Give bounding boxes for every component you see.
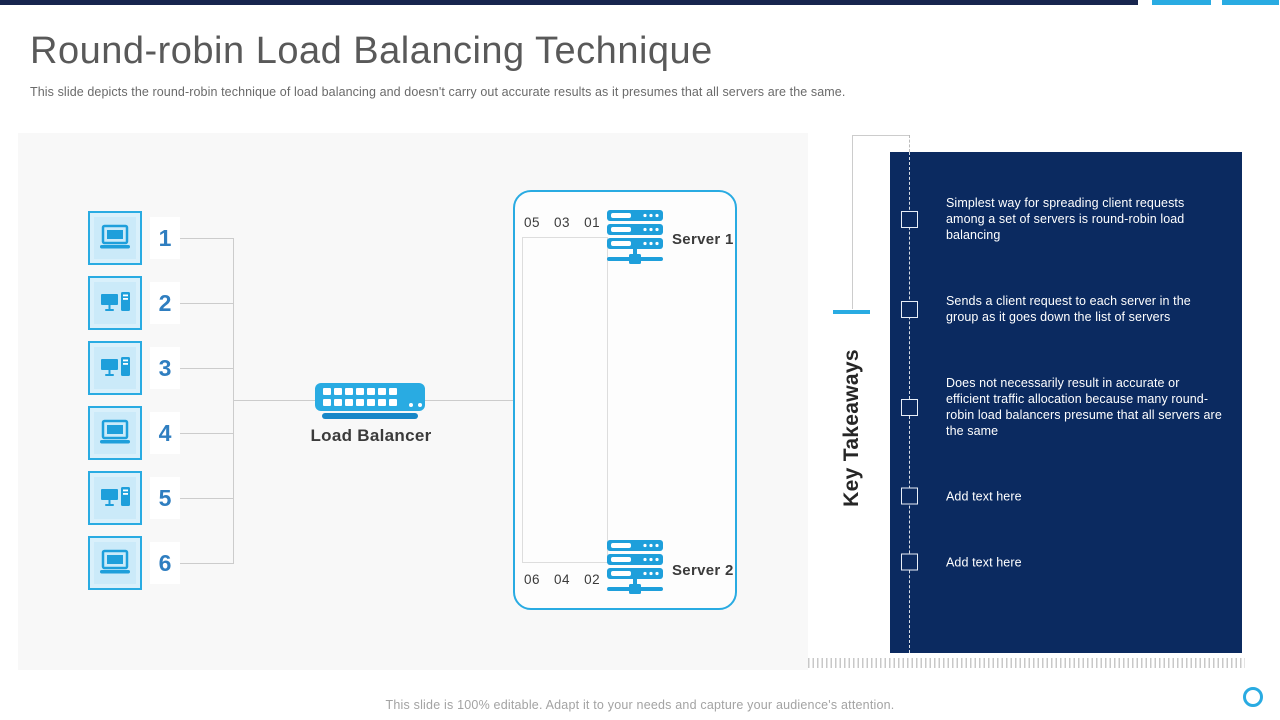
- desktop-icon: [94, 347, 136, 389]
- request-label: 05: [524, 215, 541, 230]
- client-number-4: 4: [150, 412, 180, 454]
- takeaways-panel: [890, 152, 1242, 653]
- takeaway-item-2: Sends a client request to each server in…: [901, 293, 1224, 325]
- takeaway-item-4: Add text here: [901, 487, 1224, 505]
- load-balancer-icon: [315, 383, 425, 411]
- client-1-box: [88, 211, 142, 265]
- footer-note: This slide is 100% editable. Adapt it to…: [385, 698, 895, 712]
- connector-line: [178, 303, 233, 304]
- top-accent-bar-cyan-2: [1222, 0, 1279, 5]
- desktop-icon: [94, 282, 136, 324]
- connector-line: [178, 433, 233, 434]
- server-1-request-queue: 05 03 01: [524, 215, 600, 230]
- client-2-box: [88, 276, 142, 330]
- takeaway-text: Sends a client request to each server in…: [946, 294, 1191, 324]
- takeaway-item-5: Add text here: [901, 553, 1224, 571]
- client-5-box: [88, 471, 142, 525]
- bullet-square-icon: [901, 210, 918, 228]
- takeaway-text: Add text here: [946, 555, 1022, 569]
- connector-line: [178, 498, 233, 499]
- takeaway-text: Does not necessarily result in accurate …: [946, 376, 1222, 438]
- request-label: 03: [554, 215, 571, 230]
- load-balancer-shadow: [322, 413, 418, 419]
- takeaways-bracket-line: [852, 135, 853, 309]
- connector-line: [178, 368, 233, 369]
- connector-line: [178, 563, 233, 564]
- request-label: 01: [584, 215, 601, 230]
- takeaways-heading: Key Takeaways: [840, 349, 863, 507]
- bullet-square-icon: [901, 553, 918, 571]
- client-number-1: 1: [150, 217, 180, 259]
- laptop-icon: [94, 412, 136, 454]
- load-balancer-label: Load Balancer: [310, 426, 432, 445]
- request-label: 04: [554, 572, 571, 587]
- laptop-icon: [94, 542, 136, 584]
- slide-subtitle: This slide depicts the round-robin techn…: [30, 85, 846, 99]
- server-1-label: Server 1: [672, 231, 734, 248]
- request-label: 02: [584, 572, 601, 587]
- server-1-icon: [607, 210, 663, 268]
- client-number-5: 5: [150, 477, 180, 519]
- takeaway-text: Add text here: [946, 489, 1022, 503]
- takeaways-bracket-line: [852, 135, 909, 136]
- client-4-box: [88, 406, 142, 460]
- takeaway-item-3: Does not necessarily result in accurate …: [901, 375, 1224, 439]
- bullet-square-icon: [901, 398, 918, 416]
- connector-line-to-servers: [425, 400, 513, 401]
- server-2-request-queue: 06 04 02: [524, 572, 600, 587]
- server-queue-rect: [522, 237, 608, 563]
- client-number-2: 2: [150, 282, 180, 324]
- server-2-label: Server 2: [672, 562, 734, 579]
- takeaway-text: Simplest way for spreading client reques…: [946, 196, 1185, 242]
- client-6-box: [88, 536, 142, 590]
- bullet-square-icon: [901, 487, 918, 505]
- connector-bus-line: [233, 238, 234, 564]
- takeaways-dashed-line-top: [909, 135, 910, 152]
- top-accent-bar-navy: [0, 0, 1138, 5]
- laptop-icon: [94, 217, 136, 259]
- film-strip-pattern: [808, 658, 1245, 668]
- client-number-6: 6: [150, 542, 180, 584]
- client-number-3: 3: [150, 347, 180, 389]
- slide-title: Round-robin Load Balancing Technique: [30, 30, 713, 72]
- takeaway-item-1: Simplest way for spreading client reques…: [901, 195, 1224, 243]
- server-2-icon: [607, 540, 663, 598]
- request-label: 06: [524, 572, 541, 587]
- connector-line-to-balancer: [233, 400, 315, 401]
- connector-line: [178, 238, 233, 239]
- top-accent-bar-cyan-1: [1152, 0, 1211, 5]
- client-3-box: [88, 341, 142, 395]
- bullet-square-icon: [901, 300, 918, 318]
- takeaways-accent-tick: [833, 310, 870, 314]
- corner-circle-decoration: [1243, 687, 1263, 707]
- desktop-icon: [94, 477, 136, 519]
